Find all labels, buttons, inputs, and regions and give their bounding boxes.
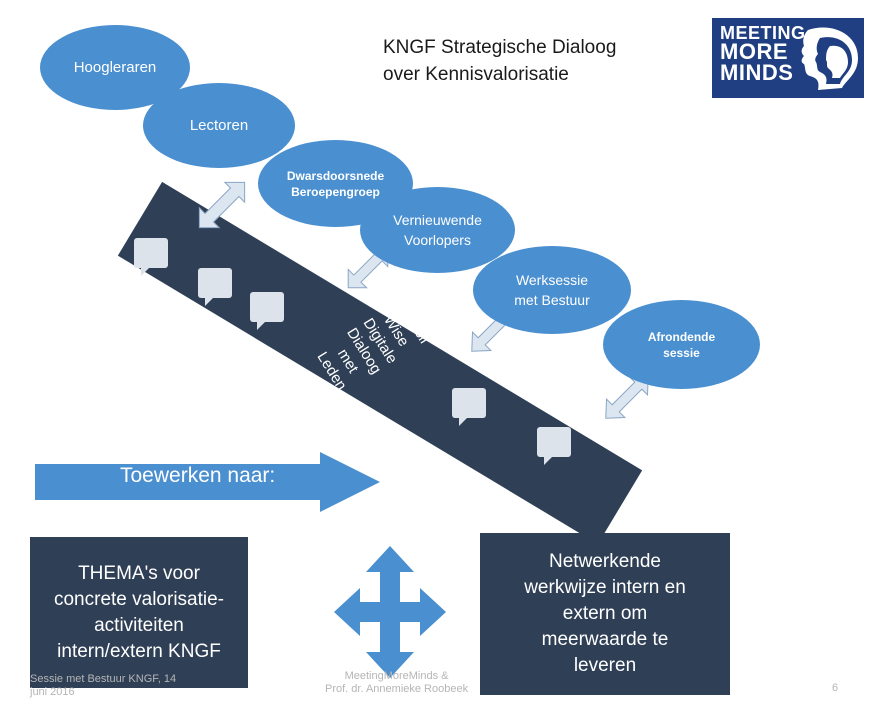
ellipse-label: Afrondende sessie xyxy=(647,329,716,360)
ellipse-label: Lectoren xyxy=(189,116,249,134)
heads-icon xyxy=(801,27,858,90)
toewerken-label: Toewerken naar: xyxy=(120,464,276,487)
ellipse-label: Dwarsdoorsnede Beroepengroep xyxy=(286,168,385,199)
page-number: 6 xyxy=(832,682,839,694)
ellipse-label: Werksessie met Bestuur xyxy=(514,272,590,308)
four-way-arrow-icon xyxy=(334,546,446,678)
ellipse-lectoren: Lectoren xyxy=(143,83,295,168)
speech-bubble-icon xyxy=(134,238,168,276)
netwerkende-box: Netwerkende werkwijze intern en extern o… xyxy=(480,533,730,695)
title-line-2: over Kennisvalorisatie xyxy=(383,64,569,85)
ellipse-afrondende-sessie: Afrondende sessie xyxy=(603,300,760,389)
title-line-1: KNGF Strategische Dialoog xyxy=(383,37,617,58)
logo-line-2: MORE xyxy=(720,39,788,65)
footer-session: Sessie met Bestuur KNGF, 14 juni 2016 xyxy=(30,673,177,698)
logo-line-1: MEETING xyxy=(720,23,806,43)
ellipse-label: Hoogleraren xyxy=(73,58,157,76)
logo-text: MEETING MORE MINDS xyxy=(720,23,806,85)
logo-line-3: MINDS xyxy=(720,59,794,85)
slide-title: KNGF Strategische Dialoog over Kennisval… xyxy=(383,34,683,88)
ellipse-dwarsdoorsnede: Dwarsdoorsnede Beroepengroep xyxy=(258,140,413,227)
double-arrow-icon xyxy=(198,181,246,229)
speech-bubble-icon xyxy=(537,427,571,465)
ellipse-label: Vernieuwende Voorlopers xyxy=(393,212,482,248)
speech-bubble-icon xyxy=(250,292,284,330)
themas-box: THEMA's voor concrete valorisatie- activ… xyxy=(30,537,248,688)
speech-bubble-icon xyxy=(198,268,232,306)
meeting-more-minds-logo: MEETING MORE MINDS xyxy=(712,18,864,98)
speech-bubble-icon xyxy=(452,388,486,426)
footer-author: MeetingMoreMinds & Prof. dr. Annemieke R… xyxy=(325,670,469,695)
ellipse-werksessie: Werksessie met Bestuur xyxy=(473,246,631,334)
ellipse-vernieuwende-voorlopers: Vernieuwende Voorlopers xyxy=(360,187,515,273)
toewerken-arrow-icon xyxy=(35,452,380,512)
